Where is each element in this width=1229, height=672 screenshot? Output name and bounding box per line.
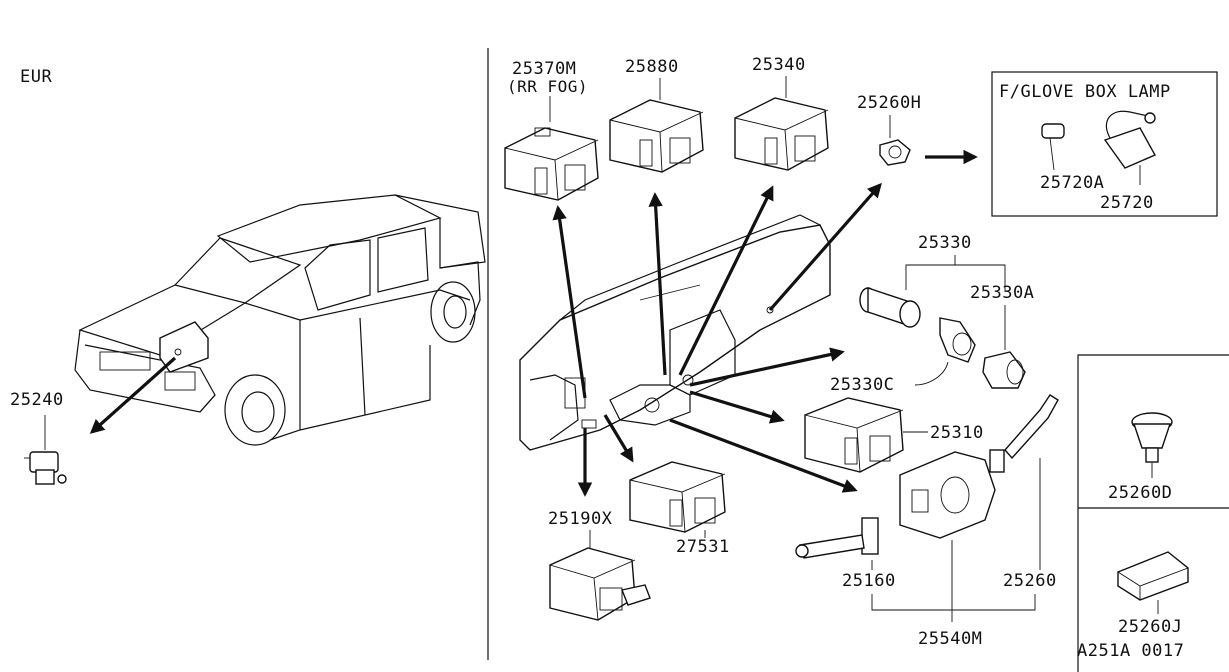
label-27531: 27531 <box>676 537 730 557</box>
part-25260D-bulb <box>1131 412 1173 463</box>
arrow-25260H <box>768 182 882 312</box>
label-25370M-note: (RR FOG) <box>507 77 588 96</box>
part-25340-switch <box>734 97 829 171</box>
box-25260D <box>1077 354 1229 672</box>
label-25720: 25720 <box>1100 193 1154 213</box>
part-25880-switch <box>609 99 704 173</box>
part-25310-switch <box>804 397 904 473</box>
part-25240-switch <box>24 451 67 485</box>
arrow-25310 <box>689 390 785 424</box>
glovebox-lamp-box <box>991 71 1218 217</box>
label-25310: 25310 <box>930 423 984 443</box>
label-25340: 25340 <box>752 55 806 75</box>
part-25260H-bulb <box>879 139 911 166</box>
arrow-25240 <box>89 356 177 434</box>
part-25370M-switch <box>504 127 599 201</box>
glovebox-box-title: F/GLOVE BOX LAMP <box>999 82 1171 102</box>
arrow-25370M <box>552 205 587 399</box>
label-25370M: 25370M <box>512 59 576 79</box>
label-25260J: 25260J <box>1118 617 1182 637</box>
label-25880: 25880 <box>625 57 679 77</box>
pickup-truck-drawing <box>74 194 486 446</box>
part-25330C-ring <box>939 317 976 363</box>
part-25190X-switch <box>549 547 651 621</box>
label-25720A: 25720A <box>1040 173 1104 193</box>
part-25260J-lamp <box>1117 551 1189 601</box>
arrow-combination-switch <box>669 418 858 493</box>
arrow-25340 <box>678 185 774 376</box>
part-25330-lighter <box>859 287 921 328</box>
part-25720-socket <box>1103 110 1156 185</box>
arrow-25330 <box>689 347 845 387</box>
part-27531-switch <box>629 461 726 533</box>
region-label: EUR <box>20 67 52 87</box>
dashboard-drawing <box>519 214 831 451</box>
label-25160: 25160 <box>842 571 896 591</box>
label-25330: 25330 <box>918 233 972 253</box>
bracket-25540M <box>871 540 1036 622</box>
drawing-code: A251A 0017 <box>1077 641 1184 661</box>
label-25540M: 25540M <box>918 629 982 649</box>
label-25330A: 25330A <box>970 283 1034 303</box>
label-25240: 25240 <box>10 390 64 410</box>
label-25260H: 25260H <box>857 93 921 113</box>
part-25720A-bulb <box>1041 123 1065 171</box>
label-25330C: 25330C <box>830 375 894 395</box>
part-combination-switch <box>795 394 1059 559</box>
arrow-27531 <box>603 414 634 463</box>
leader-25330C <box>914 361 949 386</box>
label-25260: 25260 <box>1003 571 1057 591</box>
label-25260D: 25260D <box>1108 483 1172 503</box>
part-25330A-socket <box>982 351 1026 389</box>
bracket-25330 <box>905 255 1006 292</box>
label-25190X: 25190X <box>548 509 613 529</box>
arrow-25880 <box>648 192 667 376</box>
